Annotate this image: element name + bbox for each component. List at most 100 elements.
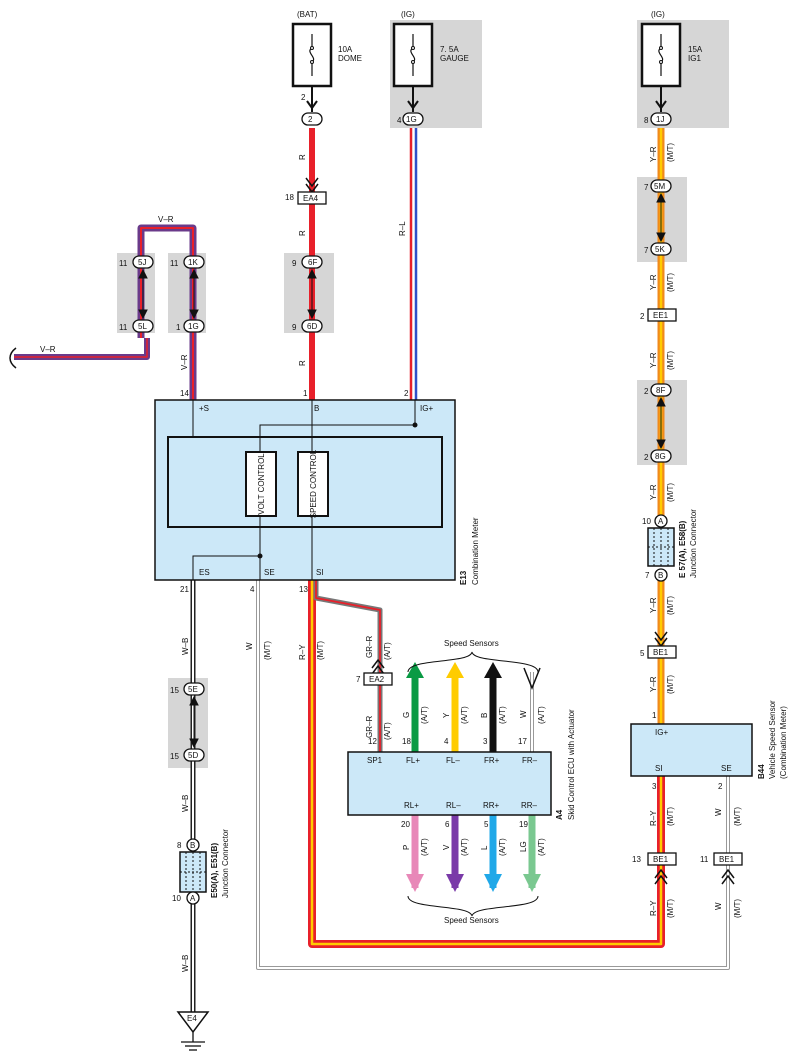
svg-text:5K: 5K xyxy=(655,245,665,254)
connector-5j-5l: 11 5J 11 5L xyxy=(119,255,154,333)
svg-text:B: B xyxy=(480,713,489,718)
svg-text:R: R xyxy=(298,230,307,236)
svg-text:L: L xyxy=(480,845,489,850)
svg-text:3: 3 xyxy=(652,782,657,791)
svg-text:2: 2 xyxy=(644,453,649,462)
svg-text:E 57(A), E58(B): E 57(A), E58(B) xyxy=(678,520,687,578)
svg-text:G: G xyxy=(402,712,411,718)
svg-text:(A/T): (A/T) xyxy=(383,642,392,660)
svg-text:11: 11 xyxy=(170,259,179,268)
svg-text:R–L: R–L xyxy=(398,221,407,236)
svg-text:W–B: W–B xyxy=(181,638,190,655)
svg-text:5J: 5J xyxy=(138,258,146,267)
svg-text:V–R: V–R xyxy=(180,354,189,370)
svg-text:R: R xyxy=(298,154,307,160)
svg-text:5: 5 xyxy=(484,820,489,829)
svg-text:(M/T): (M/T) xyxy=(316,641,325,660)
svg-text:(M/T): (M/T) xyxy=(666,351,675,370)
connector-ee1: 2 EE1 xyxy=(640,308,677,322)
fuse-gauge: (IG) 7. 5A GAUGE xyxy=(392,10,469,88)
svg-text:12: 12 xyxy=(368,737,377,746)
ground-e4: E4 xyxy=(176,1011,210,1051)
svg-text:Y–R: Y–R xyxy=(649,676,658,692)
svg-text:8: 8 xyxy=(177,841,182,850)
svg-text:(M/T): (M/T) xyxy=(666,899,675,918)
connector-6f-6d: 9 6F 9 6D xyxy=(292,255,323,333)
svg-text:2: 2 xyxy=(644,387,649,396)
svg-text:1J: 1J xyxy=(656,115,664,124)
fuse-pin-connectors: 2 2 4 1G 8 1J xyxy=(301,93,672,126)
svg-text:FL–: FL– xyxy=(446,756,460,765)
svg-text:17: 17 xyxy=(518,737,527,746)
ecu-name: Skid Control ECU with Actuator xyxy=(567,709,576,820)
svg-text:13: 13 xyxy=(632,855,641,864)
svg-text:(M/T): (M/T) xyxy=(666,273,675,292)
svg-text:B44: B44 xyxy=(757,764,766,779)
svg-text:BE1: BE1 xyxy=(719,855,735,864)
svg-text:Vehicle Speed Sensor: Vehicle Speed Sensor xyxy=(768,700,777,779)
svg-text:19: 19 xyxy=(519,820,528,829)
svg-text:(M/T): (M/T) xyxy=(733,807,742,826)
svg-text:2: 2 xyxy=(640,312,645,321)
svg-text:(A/T): (A/T) xyxy=(460,706,469,724)
svg-text:V–R: V–R xyxy=(40,345,56,354)
svg-text:15A: 15A xyxy=(688,45,703,54)
svg-text:W: W xyxy=(714,902,723,910)
svg-text:10A: 10A xyxy=(338,45,353,54)
svg-text:(A/T): (A/T) xyxy=(498,706,507,724)
sensor-wires-bottom xyxy=(406,815,541,917)
svg-text:Y: Y xyxy=(442,712,451,718)
svg-text:(BAT): (BAT) xyxy=(297,10,318,19)
svg-text:E13: E13 xyxy=(459,570,468,585)
connector-8f-8g: 2 8F 2 8G xyxy=(644,383,672,463)
svg-text:FR–: FR– xyxy=(522,756,538,765)
svg-text:B: B xyxy=(658,571,663,580)
junction-connector-right: 10 A 7 B E 57(A), E58(B) Junction Connec… xyxy=(642,509,698,582)
svg-text:10: 10 xyxy=(172,894,181,903)
svg-text:Y–R: Y–R xyxy=(649,274,658,290)
svg-text:Y–R: Y–R xyxy=(649,352,658,368)
svg-text:FR+: FR+ xyxy=(484,756,500,765)
svg-text:IG+: IG+ xyxy=(655,728,668,737)
svg-text:FL+: FL+ xyxy=(406,756,420,765)
svg-text:2: 2 xyxy=(404,389,409,398)
svg-text:SI: SI xyxy=(655,764,663,773)
svg-text:RR–: RR– xyxy=(521,801,538,810)
svg-text:BE1: BE1 xyxy=(653,648,669,657)
svg-text:14: 14 xyxy=(180,389,189,398)
svg-text:4: 4 xyxy=(250,585,255,594)
svg-text:5M: 5M xyxy=(654,182,665,191)
svg-text:EA4: EA4 xyxy=(303,194,319,203)
svg-text:11: 11 xyxy=(700,855,709,864)
svg-text:7: 7 xyxy=(356,675,361,684)
svg-text:6D: 6D xyxy=(307,322,317,331)
svg-text:18: 18 xyxy=(285,193,294,202)
svg-text:E50(A), E51(B): E50(A), E51(B) xyxy=(210,843,219,898)
svg-text:11: 11 xyxy=(119,323,128,332)
svg-text:(A/T): (A/T) xyxy=(537,838,546,856)
svg-text:(M/T): (M/T) xyxy=(733,899,742,918)
svg-text:(IG): (IG) xyxy=(401,10,415,19)
svg-text:1K: 1K xyxy=(188,258,198,267)
svg-text:7. 5A: 7. 5A xyxy=(440,45,459,54)
fuse-ig1: (IG) 15A IG1 xyxy=(640,10,703,88)
svg-text:R: R xyxy=(298,360,307,366)
svg-text:1G: 1G xyxy=(188,322,199,331)
skid-control-ecu: 12 SP1 18 FL+ 4 FL– 3 FR+ 17 FR– RL+ 20 … xyxy=(347,639,576,925)
svg-text:6: 6 xyxy=(445,820,450,829)
svg-text:15: 15 xyxy=(170,752,179,761)
svg-text:W: W xyxy=(714,808,723,816)
svg-text:20: 20 xyxy=(401,820,410,829)
svg-text:7: 7 xyxy=(645,571,650,580)
svg-text:5L: 5L xyxy=(138,322,147,331)
svg-text:11: 11 xyxy=(119,259,128,268)
svg-text:SPEED CONTROL: SPEED CONTROL xyxy=(309,449,318,518)
svg-text:(Combination Meter): (Combination Meter) xyxy=(779,706,788,779)
svg-text:(A/T): (A/T) xyxy=(460,838,469,856)
svg-text:P: P xyxy=(402,845,411,850)
svg-text:9: 9 xyxy=(292,323,297,332)
svg-text:SE: SE xyxy=(721,764,732,773)
svg-text:(M/T): (M/T) xyxy=(263,641,272,660)
fuse-terminals xyxy=(306,86,667,112)
